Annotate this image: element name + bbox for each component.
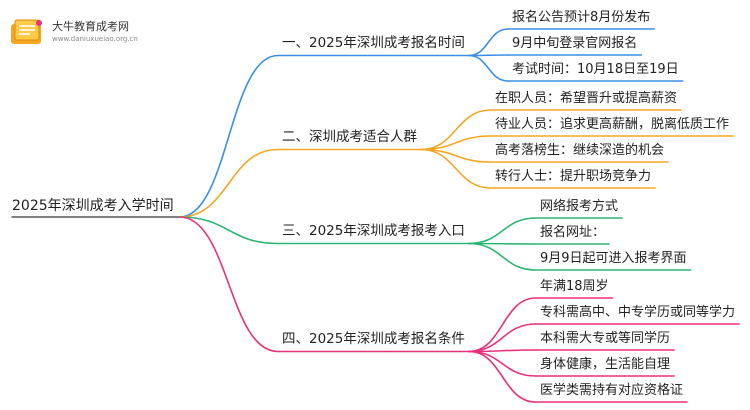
branch-1-title: 一、2025年深圳成考报名时间 (282, 35, 465, 51)
branch-2-leaf-4: 转行人士：提升职场竞争力 (495, 169, 652, 184)
branch-1-connector (178, 54, 279, 218)
branch-3-title: 三、2025年深圳成考报考入口 (282, 223, 465, 239)
branch-2-title: 二、深圳成考适合人群 (282, 129, 417, 145)
branch-3-leaf-2: 报名网址： (540, 225, 606, 240)
branch-4-leaf-1-connector (468, 297, 537, 353)
branch-1-leaf-1-connector (468, 28, 509, 57)
branch-1-leaf-3: 考试时间：10月18日至19日 (512, 62, 679, 77)
logo-site-url: www.daniuxueiao.org.cn (52, 35, 138, 43)
branch-4-leaf-4-connector (468, 350, 537, 377)
branch-3-connector (178, 216, 279, 245)
branch-1-leaf-3-connector (468, 54, 509, 82)
branch-4-leaf-1: 年满18周岁 (540, 279, 609, 294)
branch-4-title: 四、2025年深圳成考报名条件 (282, 331, 465, 347)
logo-site-name: 大牛教育成考网 (52, 20, 129, 33)
branch-3-leaf-3: 9月9日起可进入报考界面 (540, 251, 687, 266)
branch-4-leaf-4: 身体健康，生活能自理 (540, 357, 671, 372)
branch-3-leaf-3-connector (468, 242, 537, 271)
root-topic: 2025年深圳成考入学时间 (12, 198, 174, 214)
branch-2-leaf-1-connector (420, 109, 492, 151)
branch-1-leaf-2-connector (468, 54, 509, 57)
branch-1-leaf-1: 报名公告预计8月份发布 (512, 10, 651, 25)
branch-4-leaf-2-connector (468, 323, 537, 353)
branch-3-leaf-1: 网络报考方式 (540, 199, 619, 214)
branch-2-connector (178, 148, 279, 218)
site-logo: 大牛教育成考网 www.daniuxueiao.org.cn (8, 14, 168, 48)
branch-4-leaf-5: 医学类需持有对应资格证 (540, 383, 684, 398)
branch-3-leaf-1-connector (468, 217, 537, 245)
branch-2-leaf-3: 高考落榜生：继续深造的机会 (495, 143, 665, 158)
branch-2-leaf-2: 待业人员：追求更高薪酬，脱离低质工作 (495, 117, 730, 132)
branch-4-leaf-5-connector (468, 350, 537, 403)
branch-4-connector (178, 216, 279, 353)
branch-4-leaf-2: 专科需高中、中专学历或同等学力 (540, 305, 736, 320)
branch-2-leaf-1: 在职人员：希望晋升或提高薪资 (495, 91, 678, 106)
branch-4-leaf-3: 本科需大专或等同学历 (540, 331, 671, 346)
book-logo-icon (11, 19, 42, 44)
branch-2-leaf-4-connector (420, 148, 492, 189)
branch-1-leaf-2: 9月中旬登录官网报名 (512, 36, 638, 51)
